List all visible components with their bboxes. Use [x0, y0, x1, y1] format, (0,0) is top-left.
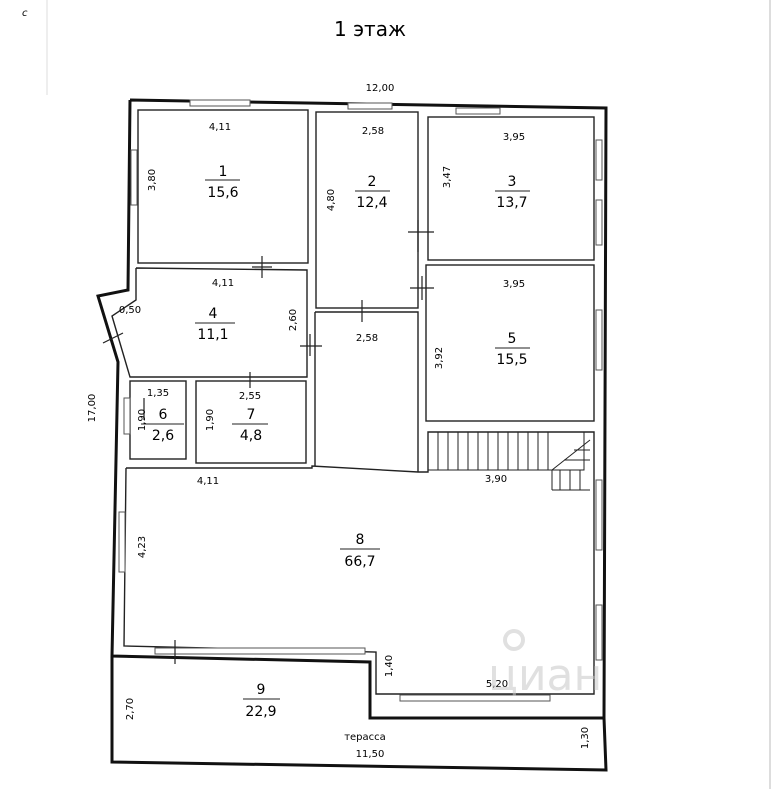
room-4-area: 11,1 — [197, 327, 228, 343]
window-r8-left — [118, 511, 126, 573]
doors — [102, 220, 434, 664]
dim-r2-width: 2,58 — [362, 126, 384, 137]
window-r8-right-b — [595, 604, 603, 661]
corner-mark: c — [22, 8, 28, 19]
dim-terrace-width: 11,50 — [356, 749, 385, 760]
dim-r5-width: 3,95 — [503, 279, 525, 290]
window-r1-left — [130, 149, 138, 206]
watermark-logo-icon — [503, 629, 525, 651]
hall-walls — [315, 311, 419, 472]
dim-r3-width: 3,95 — [503, 132, 525, 143]
window-r2-top — [347, 102, 393, 110]
staircase — [427, 431, 591, 491]
terrace-label: терасса — [344, 732, 386, 743]
watermark-text: циан — [488, 650, 602, 701]
room-9-area: 22,9 — [245, 704, 276, 720]
window-r8-bottom — [154, 647, 366, 655]
window-r8-bottom-right — [399, 694, 551, 702]
outer-wall — [96, 98, 608, 720]
room-3-number: 3 — [508, 174, 517, 190]
room-8-number: 8 — [356, 532, 365, 548]
overall-width: 12,00 — [366, 83, 395, 94]
room-3-outline — [427, 116, 595, 261]
window-r1-top — [189, 99, 251, 107]
room-5-outline — [425, 264, 595, 422]
window-r6-left — [123, 397, 131, 435]
room-9-number: 9 — [257, 682, 266, 698]
dim-r3-height: 3,47 — [442, 166, 453, 188]
room-6-area: 2,6 — [152, 428, 174, 444]
room-5-number: 5 — [508, 331, 517, 347]
dim-r6-height: 1,90 — [137, 409, 148, 431]
dim-r8-step: 1,40 — [384, 655, 395, 677]
dim-r1-width: 4,11 — [209, 122, 231, 133]
room-5-area: 15,5 — [496, 352, 527, 368]
dim-r8-height: 4,23 — [137, 536, 148, 558]
dim-r1-height: 3,80 — [147, 169, 158, 191]
room-4-number: 4 — [209, 306, 218, 322]
dim-hall-width: 2,58 — [356, 333, 378, 344]
room-2-number: 2 — [368, 174, 377, 190]
window-r5-right — [595, 309, 603, 371]
dim-r8-width: 4,11 — [197, 476, 219, 487]
dim-r7-height: 1,90 — [205, 409, 216, 431]
window-r3-right-b — [595, 199, 603, 246]
windows — [118, 99, 603, 702]
room-6-number: 6 — [159, 407, 168, 423]
dim-r4-width: 4,11 — [212, 278, 234, 289]
overall-height: 17,00 — [87, 394, 98, 423]
room-7-outline — [195, 380, 307, 464]
room-2-outline — [315, 111, 419, 309]
window-r3-top — [455, 107, 501, 115]
dim-r4-height: 2,60 — [288, 309, 299, 331]
dim-r7-width: 2,55 — [239, 391, 261, 402]
dim-terrace-height2: 1,30 — [580, 727, 591, 749]
window-r8-right-a — [595, 479, 603, 551]
room-7-number: 7 — [247, 407, 256, 423]
watermark: циан — [488, 629, 602, 701]
room-3-area: 13,7 — [496, 195, 527, 211]
dim-r6-width: 1,35 — [147, 388, 169, 399]
room-1-outline — [137, 109, 309, 264]
room-8-area: 66,7 — [344, 554, 375, 570]
room-1-number: 1 — [219, 164, 228, 180]
window-r3-right-a — [595, 139, 603, 181]
room-2-area: 12,4 — [356, 195, 387, 211]
room-1-area: 15,6 — [207, 185, 238, 201]
dim-r2-height: 4,80 — [326, 189, 337, 211]
floor-title: 1 этаж — [334, 17, 406, 41]
room-4-outline — [111, 267, 308, 378]
terrace-outline — [110, 656, 608, 772]
dim-r4-bay: 0,50 — [119, 305, 141, 316]
dim-r5-height: 3,92 — [434, 347, 445, 369]
room-7-area: 4,8 — [240, 428, 262, 444]
dim-r8-bottom: 5,20 — [486, 679, 508, 690]
dim-terrace-height: 2,70 — [125, 698, 136, 720]
dim-r8-width2: 3,90 — [485, 474, 507, 485]
